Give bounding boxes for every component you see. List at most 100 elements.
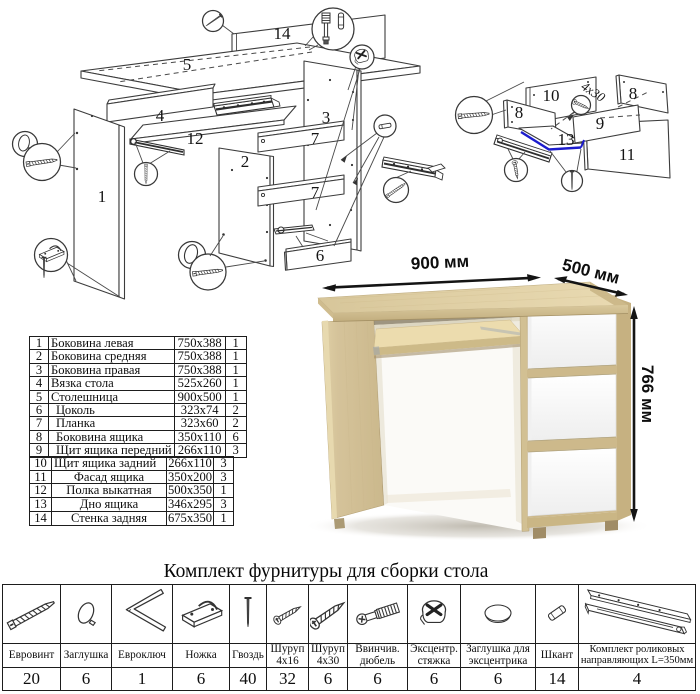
drawer-exploded-diagram: 10 8 8 9 13 11 4x30 xyxy=(454,74,671,193)
part-size: 350x110 xyxy=(173,429,226,445)
hardware-qty: 1 xyxy=(111,667,173,692)
hardware-name: Шкант xyxy=(535,642,579,669)
hardware-icon-cell xyxy=(111,584,173,644)
part-label-5: 5 xyxy=(183,55,192,74)
hardware-qty: 40 xyxy=(229,667,267,692)
part-qty: 1 xyxy=(224,376,247,391)
part-number: 12 xyxy=(29,483,52,499)
hardware-qty: 6 xyxy=(347,667,408,692)
part-name: Стенка задняя xyxy=(51,510,167,526)
part-label-12: 12 xyxy=(187,129,204,148)
hardware-name: Комплект роликовых направляющих L=350мм xyxy=(578,642,696,669)
width-dimension: 900 мм xyxy=(410,252,469,274)
part-qty: 6 xyxy=(224,429,247,445)
part-qty: 3 xyxy=(224,443,247,458)
part-name: Дно ящика xyxy=(51,497,167,512)
part-qty: 2 xyxy=(224,403,247,418)
hardware-qty: 14 xyxy=(535,667,579,692)
part-number: 5 xyxy=(29,389,49,405)
part-number: 8 xyxy=(29,429,49,445)
drawer-front-panel-9 xyxy=(572,104,641,144)
panel-apron-4 xyxy=(106,87,214,123)
nail-callout xyxy=(201,9,225,33)
part-size: 675x350 xyxy=(166,510,214,526)
part-number: 14 xyxy=(29,510,52,526)
euro-screw-callout-shelf xyxy=(133,161,159,187)
part-qty: 1 xyxy=(213,483,234,499)
screw-4x30-callout xyxy=(570,94,592,116)
part-qty: 1 xyxy=(224,389,247,405)
hardware-name: Шуруп 4x16 xyxy=(266,642,309,669)
part-qty: 1 xyxy=(213,510,234,526)
screw-icon xyxy=(271,602,303,627)
hardware-icon-cell xyxy=(266,584,309,644)
part-label-7b: 7 xyxy=(311,183,320,202)
hardware-icon-cell xyxy=(460,584,536,644)
euro-screw-callout-bottom xyxy=(189,253,227,291)
hardware-name: Ввинчив. дюбель xyxy=(347,642,408,669)
hardware-qty: 32 xyxy=(266,667,309,692)
part-qty: 1 xyxy=(224,362,247,378)
height-dimension: 766 мм xyxy=(638,365,657,423)
highlight-blue-line xyxy=(520,130,582,151)
part-name: Фасад ящика xyxy=(51,469,167,485)
part-size: 323x60 xyxy=(173,416,226,431)
part-label-8a: 8 xyxy=(515,103,524,122)
hardware-icon-cell xyxy=(172,584,230,644)
part-name: Боковина правая xyxy=(48,362,175,378)
part-label-13: 13 xyxy=(558,130,575,149)
hardware-qty: 6 xyxy=(172,667,230,692)
part-size: 750x388 xyxy=(173,362,226,378)
part-number: 10 xyxy=(29,456,52,471)
hardware-qty: 6 xyxy=(460,667,536,692)
euro-screw-callout-drawer xyxy=(454,95,494,135)
part-label-9: 9 xyxy=(596,114,605,133)
drawer-slide-rail xyxy=(493,134,553,163)
shelf-rail-left xyxy=(129,138,185,156)
screw-callout-rail xyxy=(503,157,529,183)
minifix-dowel-callout xyxy=(311,7,355,51)
part-size: 346x295 xyxy=(166,497,214,512)
part-number: 11 xyxy=(29,469,52,485)
hardware-icon-cell xyxy=(347,584,408,644)
desk-exploded-diagram: 14 5 4 12 2 1 3 7 7 6 xyxy=(11,7,446,300)
cap-icon xyxy=(74,599,97,627)
part-name: Планка xyxy=(48,416,175,431)
part-size: 750x388 xyxy=(173,335,226,351)
part-label-6: 6 xyxy=(316,246,325,265)
hardware-name: Гвоздь xyxy=(229,642,267,669)
cam-callout xyxy=(349,44,375,70)
part-name: Боковина левая xyxy=(48,335,175,351)
part-name: Вязка стола xyxy=(48,376,175,391)
part-label-3: 3 xyxy=(322,108,331,127)
part-number: 13 xyxy=(29,497,52,512)
hardware-qty: 20 xyxy=(2,667,61,692)
part-size: 350x200 xyxy=(166,469,214,485)
part-label-14: 14 xyxy=(274,24,292,43)
part-label-10: 10 xyxy=(543,86,560,105)
part-name: Столешница xyxy=(48,389,175,405)
long-screw-icon xyxy=(309,597,347,632)
shelf-rail-right xyxy=(213,94,281,116)
hardware-table: Евровинт Заглушка Евроключ Ножка Гвоздь … xyxy=(2,584,696,692)
hardware-qty: 4 xyxy=(578,667,696,692)
part-label-8b: 8 xyxy=(629,84,638,103)
part-size: 525x260 xyxy=(173,376,226,391)
part-name: Щит ящика задний xyxy=(51,456,167,471)
foot-icon xyxy=(181,600,223,628)
part-label-1: 1 xyxy=(98,187,107,206)
